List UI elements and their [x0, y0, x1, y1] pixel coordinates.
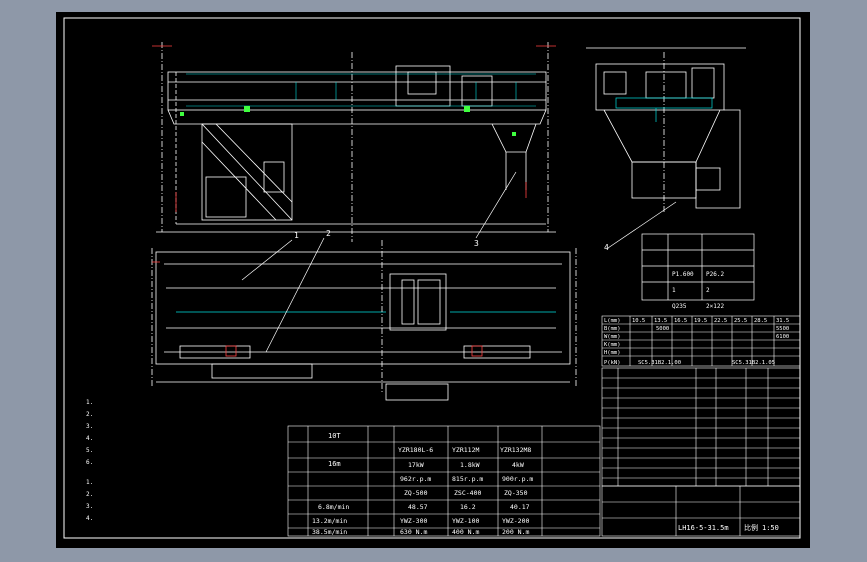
small-table-cell: 1	[672, 287, 676, 294]
spec-cell: 815r.p.m	[452, 475, 483, 483]
span-row-label: W(mm)	[604, 334, 621, 340]
spec-cell: 13.2m/min	[312, 517, 347, 525]
drawing-sheet: 1 2 3 4 P1.600 P26.2 1 2 Q235 2×122 L(mm…	[56, 12, 810, 548]
note-line: 3.	[86, 503, 93, 510]
spec-cell: ZQ-350	[504, 489, 528, 497]
small-table-cell: P26.2	[706, 271, 724, 278]
spec-cell: 40.17	[510, 503, 530, 511]
small-table-cell: 2	[706, 287, 710, 294]
note-line: 6.	[86, 459, 93, 466]
spec-cell: 900r.p.m	[502, 475, 533, 483]
span-cell: 5000	[656, 326, 669, 332]
span-cell: 6100	[776, 334, 789, 340]
callout-2: 2	[326, 229, 331, 238]
small-table	[641, 233, 755, 301]
span-row-label: L(mm)	[604, 318, 621, 324]
span-table	[601, 315, 801, 367]
spec-table	[287, 425, 601, 537]
span-row-label: H(mm)	[604, 350, 621, 356]
elevation-view	[156, 42, 556, 242]
plan-red-marks	[152, 261, 483, 357]
spec-cell: YZR180L-6	[398, 446, 433, 454]
callout-3: 3	[474, 239, 479, 248]
callout-1: 1	[294, 231, 299, 240]
note-line: 3.	[86, 423, 93, 430]
note-line: 2.	[86, 491, 93, 498]
spec-cell: 962r.p.m	[400, 475, 431, 483]
spec-cell: 16.2	[460, 503, 476, 511]
leader-lines	[241, 171, 677, 353]
span-cell: 22.5	[714, 318, 727, 324]
small-table-cell: Q235	[672, 303, 687, 310]
small-table-cell: 2×122	[706, 303, 724, 310]
spec-cell: 630 N.m	[400, 528, 427, 536]
drawing-number: LH16-5-31.5m	[678, 524, 729, 532]
spec-cell: 1.8kW	[460, 461, 480, 469]
elevation-green-marks	[180, 106, 516, 136]
note-line: 4.	[86, 435, 93, 442]
span-row-label: P(kN)	[604, 360, 621, 366]
callout-4: 4	[604, 243, 609, 252]
spec-cell: YWZ-200	[502, 517, 529, 525]
note-line: 5.	[86, 447, 93, 454]
spec-cell: 48.57	[408, 503, 428, 511]
spec-cell: 200 N.m	[502, 528, 529, 536]
title-block	[601, 485, 801, 537]
spec-cell: YWZ-300	[400, 517, 427, 525]
spec-cell: 38.5m/min	[312, 528, 347, 536]
span-cell: 13.5	[654, 318, 667, 324]
end-view-cyan	[615, 97, 713, 122]
span-row-label: K(mm)	[604, 342, 621, 348]
span-cell: 25.5	[734, 318, 747, 324]
cad-drawing: 1 2 3 4 P1.600 P26.2 1 2 Q235 2×122 L(mm…	[63, 17, 801, 539]
span-cell: SC5.31B2.1.05	[732, 360, 775, 366]
elevation-dimension-marks	[152, 45, 556, 212]
spec-cell: ZQ-500	[404, 489, 428, 497]
technical-notes: 1. 2. 3. 4. 5. 6. 1. 2. 3. 4.	[86, 399, 93, 522]
small-table-cell: P1.600	[672, 271, 694, 278]
span-cell: 31.5	[776, 318, 789, 324]
span-cell: 16.5	[674, 318, 687, 324]
parts-list	[601, 367, 801, 487]
span-cell: 28.5	[754, 318, 767, 324]
spec-cell: YZR132M8	[500, 446, 531, 454]
plan-view	[151, 240, 577, 392]
spec-cell: 400 N.m	[452, 528, 479, 536]
spec-cell: ZSC-400	[454, 489, 481, 497]
span-cell: 10.5	[632, 318, 645, 324]
span-cell: 19.5	[694, 318, 707, 324]
spec-cell: YZR112M	[452, 446, 479, 454]
span-cell: 5500	[776, 326, 789, 332]
elevation-hatch	[186, 73, 536, 107]
note-line: 4.	[86, 515, 93, 522]
spec-cell: YWZ-100	[452, 517, 479, 525]
note-line: 2.	[86, 411, 93, 418]
span-cell: SC5.31B2.1.00	[638, 360, 681, 366]
spec-cell: 4kW	[512, 461, 524, 469]
end-view	[586, 47, 746, 212]
inner-frame	[63, 17, 801, 539]
span-row-label: B(mm)	[604, 326, 621, 332]
scale-label: 比例	[744, 523, 758, 532]
note-line: 1.	[86, 479, 93, 486]
spec-cell: 10T	[328, 432, 341, 440]
spec-cell: 16m	[328, 460, 341, 468]
scale-value: 1:50	[762, 524, 779, 532]
spec-cell: 6.8m/min	[318, 503, 349, 511]
note-line: 1.	[86, 399, 93, 406]
label-box	[385, 383, 449, 401]
spec-cell: 17kW	[408, 461, 424, 469]
